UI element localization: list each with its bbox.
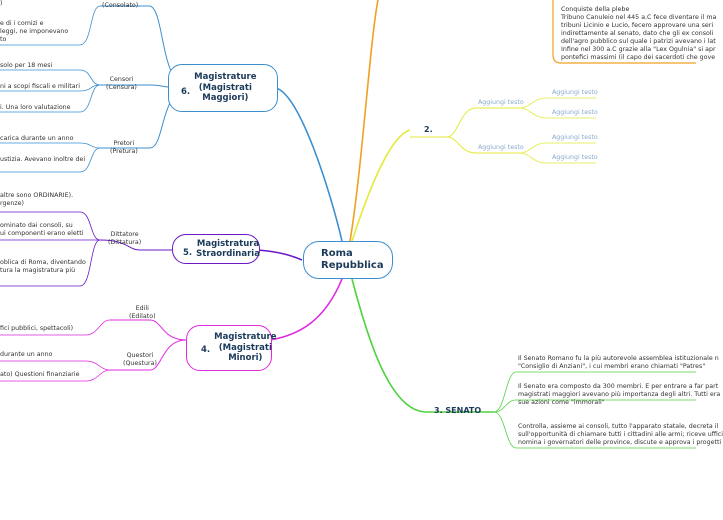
dittatore-text-4: ui componenti erano eletti [0, 230, 84, 237]
senato-p3-2: sull'opportunità di chiamare tutti i cit… [518, 431, 723, 438]
senato-p2-2: magistrati maggiori avevano più importan… [518, 391, 721, 398]
edili-label[interactable]: Edili (Edilato) [129, 305, 156, 322]
branch-magistrature-maggiori[interactable]: 6. Magistrature (Magistrati Maggiori) [168, 64, 278, 112]
root-title-line2: Repubblica [321, 260, 384, 271]
consoli-text-4: to [0, 36, 7, 43]
branch-magistrature-minori[interactable]: 4. Magistrature (Magistrati Minori) [186, 325, 276, 371]
plebe-7: pontefici massimi (il capo dei sacerdoti… [561, 54, 716, 61]
censori-text-2: ni a scopi fiscali e militari [0, 83, 80, 90]
senato-p2-1: Il Senato era composto da 300 membri. E … [518, 383, 719, 390]
censori-text-1: solo per 18 mesi [0, 62, 53, 69]
branch6-title-3: Maggiori) [202, 93, 249, 104]
pretori-text-2: ustizia. Avevano inoltre dei [0, 156, 86, 163]
root-node[interactable]: Roma Repubblica [303, 241, 393, 279]
branch4-title-2: (Magistrati [218, 342, 272, 353]
questori-label[interactable]: Questori (Questura) [123, 352, 157, 369]
censori-label-2: (Censura) [106, 84, 137, 92]
branch2-leaf-2[interactable]: Aggiungi testo [552, 109, 598, 116]
questori-text-1: durante un anno [0, 351, 53, 358]
consoli-label[interactable]: (Consolato) [102, 2, 139, 9]
senato-p1-1: Il Senato Romano fu la più autorevole as… [518, 355, 719, 362]
branch4-title-3: Minori) [228, 353, 263, 364]
pretori-label-1: Pretori [113, 140, 135, 147]
dittatore-label[interactable]: Dittatore (Dittatura) [108, 231, 141, 248]
consoli-text-3: leggi, ne imponevano [0, 28, 69, 35]
questori-label-1: Questori [126, 352, 154, 359]
branch4-number: 4. [201, 344, 211, 355]
edili-label-2: (Edilato) [129, 313, 156, 321]
pretori-text-1: carica durante un anno [0, 135, 74, 142]
branch2-leaf-3[interactable]: Aggiungi testo [552, 134, 598, 141]
branch5-number: 5. [183, 247, 193, 258]
branch2-sub-2[interactable]: Aggiungi testo [478, 144, 524, 151]
dittatore-text-3: ominato dai consoli, su [0, 222, 73, 229]
branch4-title-1: Magistrature [214, 332, 277, 343]
dittatore-text-1: altre sono ORDINARIE). [0, 192, 74, 199]
edili-text-1: fici pubblici, spettacoli) [0, 325, 74, 332]
questori-label-2: (Questura) [123, 360, 157, 368]
dittatore-text-2: rgenze) [0, 200, 24, 207]
consoli-text-2: e di i comizi e [0, 20, 44, 27]
senato-p3-3: nomina i governatori delle province, dis… [518, 439, 722, 446]
branch2-leaf-4[interactable]: Aggiungi testo [552, 154, 598, 161]
dittatore-label-1: Dittatore [110, 231, 139, 238]
branch6-title-1: Magistrature [194, 72, 257, 83]
pretori-label[interactable]: Pretori (Pretura) [110, 140, 138, 157]
plebe-6: Infine nel 300 a.C grazie alla "Lex Ogul… [561, 46, 716, 53]
plebe-2: Tribuno Canuleio nel 445 a.C fece divent… [561, 14, 717, 21]
senato-p3-1: Controlla, assieme ai consoli, tutto l'a… [518, 423, 719, 430]
plebe-3: tribuni Licinio e Lucio, fecero approvar… [561, 22, 714, 29]
dittatore-text-6: tura la magistratura più [0, 267, 76, 274]
branch6-title-2: (Magistrati [198, 82, 252, 93]
plebe-1: Conquiste della plebe [561, 6, 630, 13]
dittatore-label-2: (Dittatura) [108, 239, 142, 247]
branch6-number: 6. [181, 86, 191, 97]
branch2-leaf-1[interactable]: Aggiungi testo [552, 89, 598, 96]
branch2-node[interactable]: 2. [424, 125, 433, 134]
censori-label[interactable]: Censori (Censura) [106, 76, 137, 93]
senato-p2-3: sue azioni come "immorali" [518, 399, 605, 406]
censori-label-1: Censori [109, 76, 134, 83]
plebe-4: indirettamente al senato, dato che gli e… [561, 30, 714, 37]
connector-lines [0, 0, 696, 449]
branch3-senato[interactable]: 3. SENATO [434, 406, 482, 415]
questori-text-2: ato) Questioni finanziarie [0, 371, 80, 378]
root-title-line1: Roma [321, 247, 353, 259]
pretori-label-2: (Pretura) [110, 148, 138, 156]
branch2-sub-1[interactable]: Aggiungi testo [478, 99, 524, 106]
dittatore-text-5: oblica di Roma, diventando [0, 259, 86, 266]
plebe-5: dell'agro pubblico sul quale i patrizi a… [561, 38, 716, 45]
consoli-text-1: ) [0, 0, 3, 7]
senato-p1-2: "Consiglio di Anziani", i cui membri era… [518, 363, 706, 370]
branch5-title-2: Straordinaria [196, 249, 260, 259]
branch-magistratura-straordinaria[interactable]: 5. Magistratura Straordinaria [172, 234, 260, 264]
censori-text-3: i. Una loro valutazione [0, 104, 71, 111]
edili-label-1: Edili [135, 305, 149, 312]
branch5-title-1: Magistratura [196, 238, 260, 249]
